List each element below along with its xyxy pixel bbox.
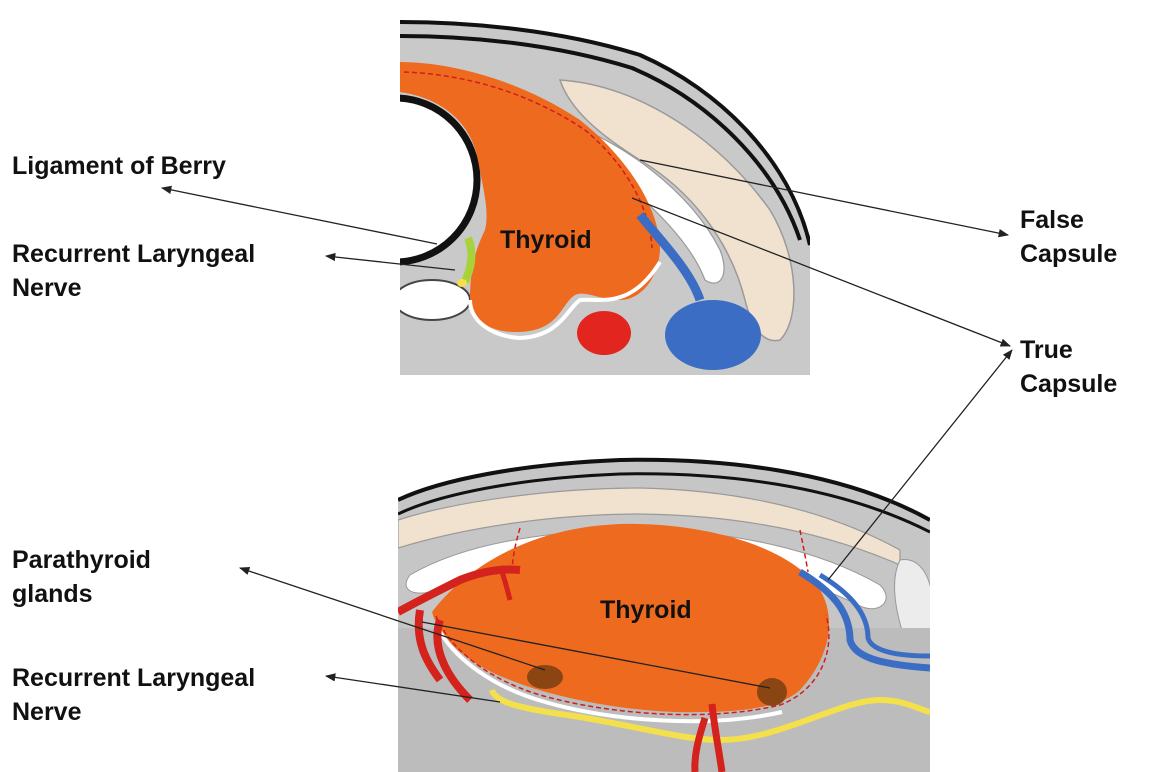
top-carotid-artery (577, 311, 631, 355)
top-esophagus (394, 280, 470, 320)
label-parathyroid-line1: Parathyroid (12, 546, 151, 574)
label-false-capsule-line2: Capsule (1020, 240, 1117, 268)
label-false-capsule-line1: False (1020, 206, 1084, 234)
label-recurrent-laryngeal-bottom-line1: Recurrent Laryngeal (12, 664, 255, 692)
top-jugular-vein (665, 300, 761, 370)
top-cross-section (313, 10, 810, 375)
top-nerve-yellow-dot (457, 279, 467, 287)
parathyroid-gland-right (757, 678, 787, 706)
label-true-capsule-line1: True (1020, 336, 1073, 364)
label-ligament-of-berry: Ligament of Berry (12, 152, 226, 180)
leader-ligament-of-berry (162, 188, 437, 244)
label-recurrent-laryngeal-top-line2: Nerve (12, 274, 82, 302)
label-thyroid-bottom: Thyroid (600, 596, 692, 624)
parathyroid-gland-left (527, 665, 563, 689)
top-trachea-inner (325, 110, 465, 250)
label-true-capsule-line2: Capsule (1020, 370, 1117, 398)
label-thyroid-top: Thyroid (500, 226, 592, 254)
label-parathyroid-line2: glands (12, 580, 93, 608)
label-recurrent-laryngeal-top-line1: Recurrent Laryngeal (12, 240, 255, 268)
label-recurrent-laryngeal-bottom-line2: Nerve (12, 698, 82, 726)
